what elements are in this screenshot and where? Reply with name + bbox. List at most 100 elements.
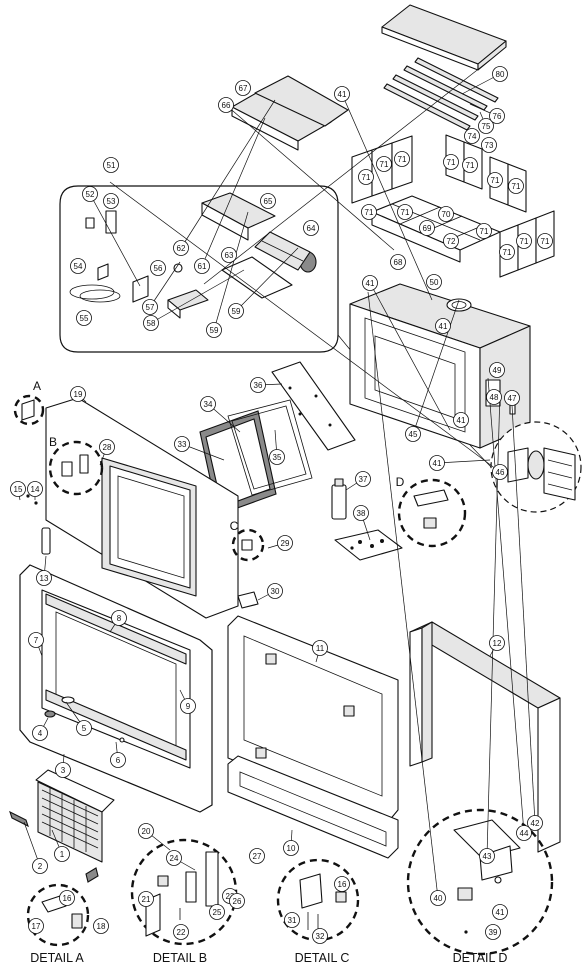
callout-53: 53 [103, 193, 119, 209]
callout-circle [32, 858, 48, 874]
callout-number: 71 [520, 237, 529, 246]
callout-circle [59, 890, 75, 906]
callout-4: 4 [32, 725, 48, 741]
detail-circle-c [231, 528, 265, 562]
callout-21: 21 [138, 891, 154, 907]
callout-65: 65 [260, 193, 276, 209]
callout-circle [486, 389, 502, 405]
callout-6: 6 [110, 752, 126, 768]
leader-line [109, 181, 501, 473]
detail-letter-d: D [396, 475, 405, 489]
callout-number: 36 [254, 381, 263, 390]
callout-circle [269, 449, 285, 465]
callout-number: 21 [142, 895, 151, 904]
callout-number: 2 [38, 862, 43, 871]
callout-13: 13 [36, 570, 52, 586]
leader-line [201, 117, 266, 267]
callout-16: 16 [59, 890, 75, 906]
callout-number: 41 [496, 908, 505, 917]
leader-line [149, 261, 181, 308]
callout-number: 5 [82, 724, 87, 733]
detail-d-label: DETAIL D [453, 951, 508, 965]
callout-circle [479, 848, 495, 864]
callout-number: 23 [226, 892, 235, 901]
callout-40: 40 [430, 890, 446, 906]
callout-circle [487, 172, 503, 188]
callout-48: 48 [486, 389, 502, 405]
callout-circle [361, 204, 377, 220]
callout-circle [138, 823, 154, 839]
callout-circle [70, 258, 86, 274]
callout-number: 72 [447, 237, 456, 246]
leader-line [89, 193, 141, 287]
leader-line [180, 99, 276, 249]
leader-line [367, 291, 439, 899]
callout-circle [173, 924, 189, 940]
callout-circle [10, 481, 26, 497]
paint-canister-37 [331, 478, 347, 520]
callout-number: 32 [316, 932, 325, 941]
callout-number: 41 [338, 90, 347, 99]
callout-number: 75 [482, 122, 491, 131]
callout-circle [110, 752, 126, 768]
detail-a-label: DETAIL A [30, 951, 84, 965]
callout-41: 41 [334, 86, 350, 102]
callout-circle [174, 436, 190, 452]
callout-number: 19 [74, 390, 83, 399]
leader-line [203, 59, 491, 285]
callout-number: 14 [31, 485, 40, 494]
callout-71: 71 [508, 178, 524, 194]
callout-number: 71 [491, 176, 500, 185]
callout-circle [55, 762, 71, 778]
callout-number: 71 [398, 155, 407, 164]
detail-b-label: DETAIL B [153, 951, 207, 965]
callout-circle [419, 220, 435, 236]
callout-circle [221, 247, 237, 263]
callout-41: 41 [435, 318, 451, 334]
callout-number: 3 [61, 766, 66, 775]
callout-circle [464, 128, 480, 144]
callout-number: 34 [204, 400, 213, 409]
callout-2: 2 [32, 858, 48, 874]
callout-number: 61 [198, 262, 207, 271]
callout-circle [260, 193, 276, 209]
callout-circle [443, 154, 459, 170]
callout-number: 67 [239, 84, 248, 93]
callout-number: 54 [74, 262, 83, 271]
callout-number: 71 [503, 248, 512, 257]
callout-3: 3 [55, 762, 71, 778]
callout-26: 26 [229, 893, 245, 909]
callout-number: 65 [264, 197, 273, 206]
hardware-kit-38 [334, 529, 403, 561]
callout-number: 30 [271, 587, 280, 596]
callout-circle [489, 108, 505, 124]
callout-circle [27, 481, 43, 497]
callout-number: 48 [490, 393, 499, 402]
callout-circle [312, 640, 328, 656]
callout-67: 67 [235, 80, 251, 96]
callout-circle [537, 233, 553, 249]
callout-circle [362, 275, 378, 291]
leader-line [235, 247, 299, 312]
callout-number: 62 [177, 244, 186, 253]
faceplate-assembly-panel [19, 564, 213, 813]
leader-line [412, 299, 460, 435]
callout-number: 63 [225, 251, 234, 260]
callout-number: 40 [434, 894, 443, 903]
callout-number: 33 [178, 440, 187, 449]
callout-circle [430, 890, 446, 906]
callout-39: 39 [485, 924, 501, 940]
callout-number: 55 [80, 314, 89, 323]
callout-circle [36, 570, 52, 586]
callout-circle [527, 815, 543, 831]
callout-64: 64 [303, 220, 319, 236]
callout-circle [516, 825, 532, 841]
callout-circle [353, 505, 369, 521]
blower-assembly-callout-panel [59, 185, 376, 381]
callout-number: 44 [520, 829, 529, 838]
callout-number: 51 [107, 161, 116, 170]
callout-49: 49 [489, 362, 505, 378]
callout-71: 71 [376, 156, 392, 172]
callout-16: 16 [334, 876, 350, 892]
